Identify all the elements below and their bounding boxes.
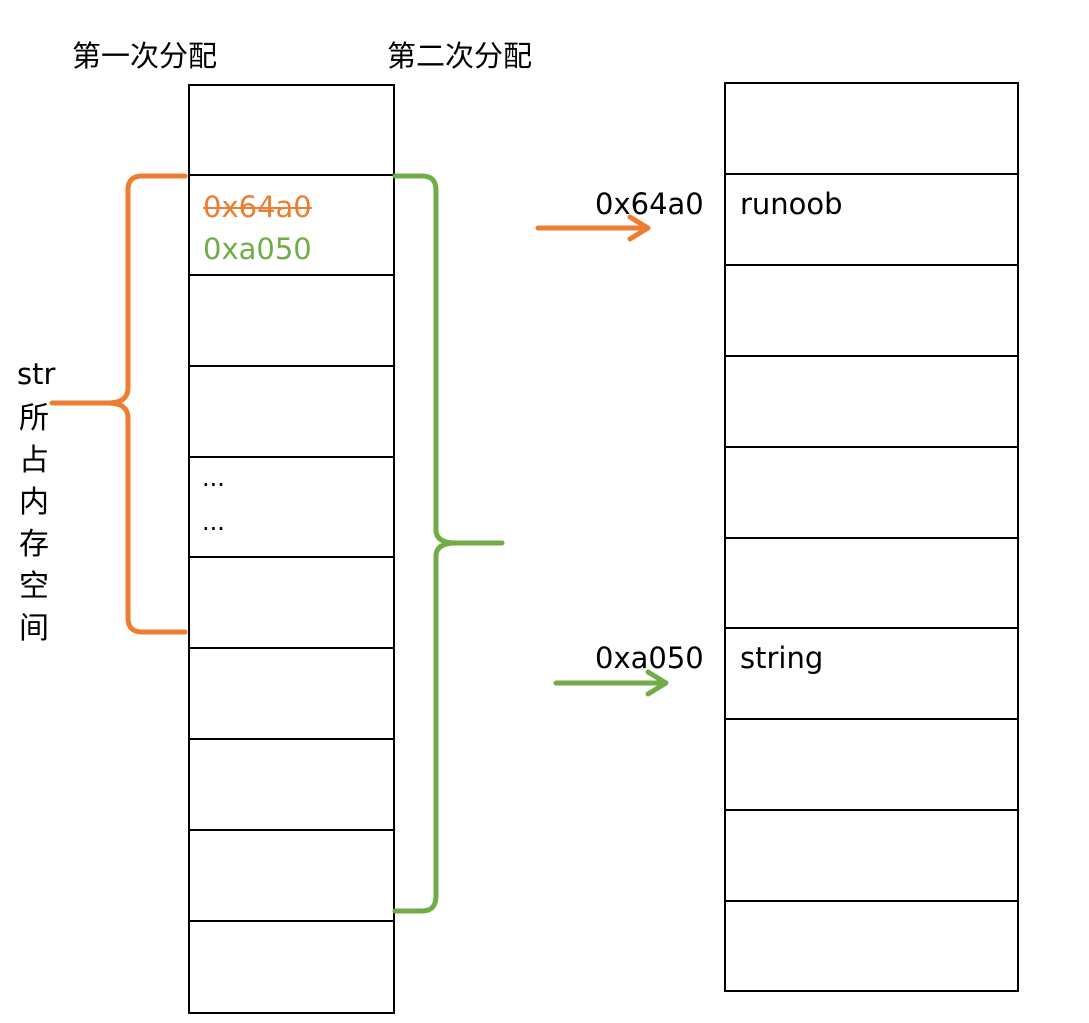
label-char: 所 [19, 401, 49, 436]
green-arrow [553, 669, 669, 697]
orange-arrow [535, 214, 651, 242]
new-pointer-value: 0xa050 [203, 232, 312, 266]
memory-cell [190, 556, 393, 649]
memory-cell [726, 900, 1017, 992]
runoob-value: runoob [740, 187, 843, 221]
memory-cell [726, 355, 1017, 448]
label-char: 存 [19, 527, 49, 562]
memory-cell [190, 647, 393, 740]
old-pointer-value: 0x64a0 [203, 190, 312, 224]
ellipsis-text: ... [202, 464, 225, 492]
memory-cell [190, 738, 393, 831]
right-memory-stack [724, 82, 1019, 992]
memory-cell [190, 365, 393, 458]
first-allocation-title: 第一次分配 [72, 39, 218, 73]
ellipsis-text: ... [202, 508, 225, 536]
memory-cell [726, 82, 1017, 175]
label-char: 间 [19, 611, 49, 646]
memory-cell [726, 809, 1017, 902]
memory-cell-pointer [190, 174, 393, 276]
memory-cell [726, 537, 1017, 630]
memory-space-label: 所 占 内 存 空 间 [12, 398, 56, 650]
memory-cell [726, 718, 1017, 811]
memory-cell [190, 84, 393, 176]
memory-cell [190, 920, 393, 1012]
orange-brace [49, 173, 188, 635]
memory-cell [726, 264, 1017, 357]
label-char: 空 [19, 569, 49, 604]
memory-cell [190, 829, 393, 922]
left-memory-stack [188, 84, 395, 1014]
green-address-label: 0xa050 [595, 641, 704, 675]
label-char: 占 [19, 443, 49, 478]
memory-cell-ellipsis [190, 456, 393, 558]
memory-cell [726, 446, 1017, 539]
memory-cell [190, 274, 393, 367]
variable-name-label: str [17, 357, 56, 391]
green-brace [392, 173, 505, 914]
string-value: string [740, 641, 824, 675]
orange-address-label: 0x64a0 [595, 187, 704, 221]
second-allocation-title: 第二次分配 [387, 39, 533, 73]
label-char: 内 [19, 485, 49, 520]
memory-cell-string [726, 627, 1017, 720]
memory-cell-runoob [726, 173, 1017, 266]
